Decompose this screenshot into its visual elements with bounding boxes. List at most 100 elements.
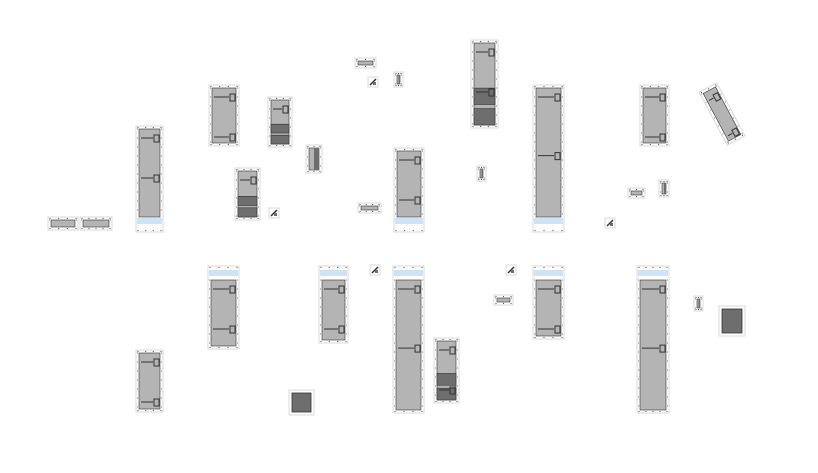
floor-plan-block [392, 265, 425, 414]
floor-plan-block [354, 57, 377, 69]
stair-core [554, 152, 561, 161]
floor-area [630, 190, 643, 196]
column-grid-marker [641, 85, 643, 88]
column-grid-marker [442, 338, 444, 341]
stair-core [712, 91, 722, 102]
floor-plan-block [207, 265, 240, 350]
stair-core [338, 285, 345, 294]
column-grid-marker [483, 166, 485, 169]
floor-plan-block [79, 216, 113, 231]
column-grid-marker [421, 266, 423, 269]
stair-core [449, 346, 456, 355]
column-grid-marker [708, 88, 710, 90]
column-grid-marker [372, 203, 374, 206]
column-grid-marker [364, 58, 367, 61]
stair-core [414, 196, 421, 205]
column-grid-marker [356, 58, 358, 61]
column-grid-marker [645, 266, 647, 269]
column-grid-marker [345, 266, 347, 269]
canopy-band [395, 218, 423, 224]
column-grid-marker [378, 203, 380, 206]
column-grid-marker [666, 180, 668, 183]
column-grid-marker [695, 296, 697, 299]
floor-area [642, 87, 667, 144]
column-grid-marker [404, 148, 406, 151]
column-grid-marker [487, 40, 489, 43]
floor-area [357, 60, 374, 66]
column-grid-marker [697, 296, 700, 299]
column-grid-marker [236, 85, 238, 88]
column-grid-marker [666, 266, 668, 269]
canopy-band [638, 270, 668, 276]
canopy-band [137, 218, 162, 224]
column-grid-marker [152, 126, 154, 129]
floor-area [535, 279, 562, 337]
canopy-band [320, 270, 347, 276]
floor-plan-block [135, 125, 164, 233]
column-grid-marker [400, 72, 402, 75]
column-grid-marker [282, 97, 284, 100]
column-grid-marker [660, 180, 662, 183]
column-grid-marker [421, 148, 423, 151]
column-grid-marker [652, 266, 654, 269]
floor-area [138, 128, 161, 218]
column-grid-marker [145, 350, 147, 353]
column-grid-marker [397, 72, 400, 75]
column-grid-marker [561, 85, 563, 88]
column-grid-marker [81, 217, 83, 220]
column-grid-marker [666, 85, 668, 88]
floor-area [360, 205, 379, 211]
column-grid-marker [359, 203, 361, 206]
column-grid-marker [320, 266, 322, 269]
floor-plan-block [532, 265, 565, 340]
column-grid-marker [313, 145, 315, 148]
floor-plan-block [288, 389, 315, 416]
column-grid-marker [218, 266, 220, 269]
column-grid-marker [337, 266, 339, 269]
stair-core [250, 176, 257, 185]
column-grid-marker [395, 148, 397, 151]
column-grid-marker [472, 40, 474, 43]
column-grid-marker [160, 126, 162, 129]
column-grid-marker [659, 266, 661, 269]
column-grid-marker [269, 97, 271, 100]
floor-area [639, 279, 667, 411]
column-grid-marker [449, 338, 451, 341]
floor-plan-block [393, 147, 425, 233]
floor-area [702, 86, 742, 142]
stair-core [153, 134, 160, 143]
stair-core [229, 325, 236, 334]
column-grid-marker [58, 217, 60, 220]
column-grid-marker [137, 350, 139, 353]
column-grid-marker [510, 295, 512, 298]
stair-core [554, 285, 561, 294]
stair-core [414, 156, 421, 165]
column-grid-marker [700, 91, 703, 94]
column-grid-marker [394, 266, 396, 269]
floor-area [82, 219, 110, 228]
stair-core [153, 358, 160, 367]
floor-plan-block [636, 265, 670, 414]
stair-core [153, 398, 160, 407]
stair-core [338, 325, 345, 334]
canopy-band [534, 270, 563, 276]
floor-plan-block [693, 295, 704, 312]
column-grid-marker [412, 148, 414, 151]
stair-core [554, 325, 561, 334]
floor-plan-block [305, 144, 323, 174]
column-grid-marker [307, 145, 309, 148]
floor-plan-block [267, 96, 293, 148]
canopy-band [209, 270, 238, 276]
column-grid-marker [403, 266, 405, 269]
column-grid-marker [502, 295, 505, 298]
column-grid-marker [480, 166, 483, 169]
column-grid-marker [319, 145, 321, 148]
column-grid-marker [495, 295, 497, 298]
column-grid-marker [478, 166, 480, 169]
column-grid-marker [227, 266, 229, 269]
column-grid-marker [145, 126, 147, 129]
column-grid-marker [552, 266, 554, 269]
column-grid-marker [649, 85, 651, 88]
column-grid-marker [435, 338, 437, 341]
